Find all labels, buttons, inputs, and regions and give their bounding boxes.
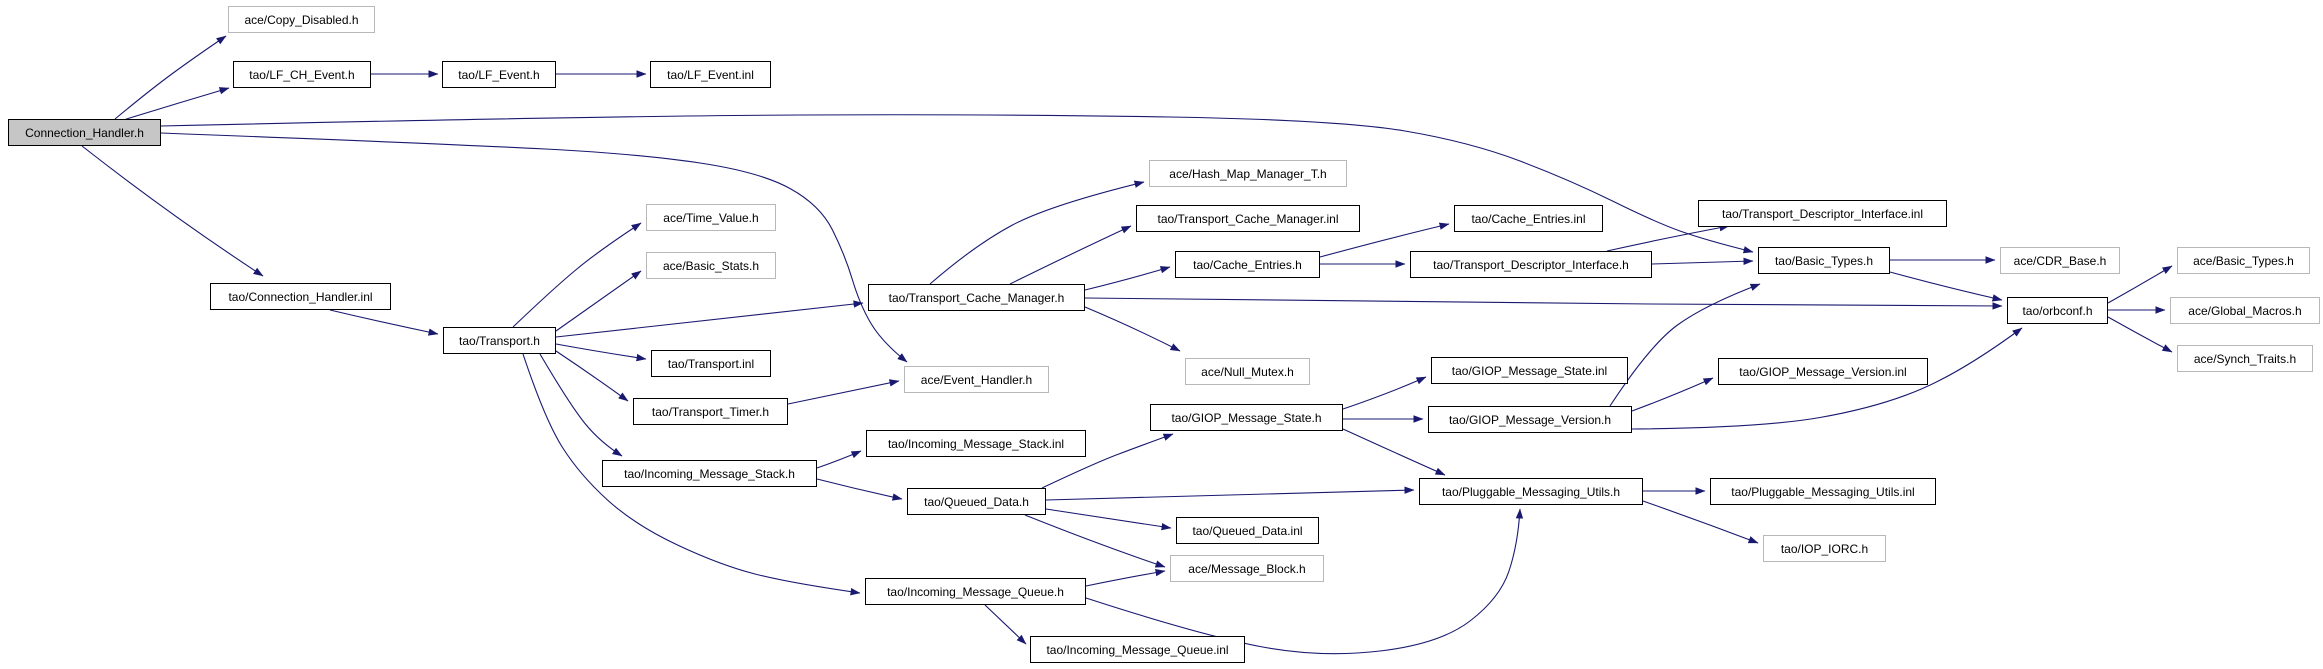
edge-tao-transport-cache-manager-h-to-tao-transport-cache-manager-inl xyxy=(1009,225,1132,285)
edge-tao-transport-h-to-tao-transport-inl xyxy=(555,343,647,362)
node-tao-lf-event-h[interactable]: tao/LF_Event.h xyxy=(442,61,556,88)
node-ace-message-block-h[interactable]: ace/Message_Block.h xyxy=(1170,555,1324,582)
node-ace-global-macros-h[interactable]: ace/Global_Macros.h xyxy=(2170,297,2320,324)
edge-tao-incoming-message-stack-h-to-tao-incoming-message-stack-inl xyxy=(816,450,862,469)
node-tao-incoming-message-queue-inl[interactable]: tao/Incoming_Message_Queue.inl xyxy=(1030,636,1245,663)
edge-tao-queued-data-h-to-ace-message-block-h xyxy=(1024,514,1166,568)
edge-tao-queued-data-h-to-tao-pluggable-messaging-utils-h xyxy=(1045,486,1415,501)
edge-tao-transport-h-to-ace-time-value-h xyxy=(512,222,642,328)
node-tao-queued-data-inl[interactable]: tao/Queued_Data.inl xyxy=(1176,517,1319,544)
edge-tao-cache-entries-h-to-tao-cache-entries-inl xyxy=(1319,222,1450,258)
node-tao-queued-data-h[interactable]: tao/Queued_Data.h xyxy=(907,488,1046,515)
edge-tao-transport-h-to-ace-basic-stats-h xyxy=(555,270,642,332)
node-tao-transport-h[interactable]: tao/Transport.h xyxy=(443,327,556,354)
edge-tao-transport-h-to-tao-incoming-message-queue-h xyxy=(522,353,861,596)
edge-tao-transport-timer-h-to-ace-event-handler-h xyxy=(787,379,900,405)
edge-tao-basic-types-h-to-tao-orbconf-h xyxy=(1889,271,2003,302)
edge-tao-incoming-message-stack-h-to-tao-queued-data-h xyxy=(816,478,903,501)
node-tao-incoming-message-queue-h[interactable]: tao/Incoming_Message_Queue.h xyxy=(865,578,1086,605)
edge-tao-giop-message-state-h-to-tao-giop-message-state-inl xyxy=(1342,376,1427,410)
node-tao-iop-iorc-h[interactable]: tao/IOP_IORC.h xyxy=(1763,535,1886,562)
node-tao-giop-message-state-inl[interactable]: tao/GIOP_Message_State.inl xyxy=(1431,357,1628,384)
edge-tao-connection-handler-inl-to-tao-transport-h xyxy=(329,309,439,336)
node-ace-time-value-h[interactable]: ace/Time_Value.h xyxy=(646,204,776,231)
node-ace-cdr-base-h[interactable]: ace/CDR_Base.h xyxy=(2000,247,2120,274)
edge-tao-giop-message-version-h-to-tao-giop-message-version-inl xyxy=(1631,377,1714,412)
edge-tao-transport-cache-manager-h-to-tao-cache-entries-h xyxy=(1084,266,1171,291)
node-tao-giop-message-version-inl[interactable]: tao/GIOP_Message_Version.inl xyxy=(1718,358,1928,385)
node-tao-transport-cache-manager-h[interactable]: tao/Transport_Cache_Manager.h xyxy=(868,284,1085,311)
edge-connection-handler-h-to-tao-connection-handler-inl xyxy=(81,145,264,277)
node-tao-giop-message-state-h[interactable]: tao/GIOP_Message_State.h xyxy=(1150,404,1343,431)
node-tao-cache-entries-inl[interactable]: tao/Cache_Entries.inl xyxy=(1454,205,1603,232)
edge-tao-orbconf-h-to-ace-synch-traits-h xyxy=(2107,316,2173,353)
node-tao-transport-descriptor-interface-inl[interactable]: tao/Transport_Descriptor_Interface.inl xyxy=(1698,200,1947,227)
node-ace-copy-disabled-h[interactable]: ace/Copy_Disabled.h xyxy=(228,6,375,33)
node-tao-orbconf-h[interactable]: tao/orbconf.h xyxy=(2007,297,2108,324)
edge-connection-handler-h-to-tao-basic-types-h xyxy=(160,114,1754,254)
edge-tao-queued-data-h-to-tao-queued-data-inl xyxy=(1045,508,1172,531)
node-ace-event-handler-h[interactable]: ace/Event_Handler.h xyxy=(904,366,1049,393)
edge-tao-transport-cache-manager-h-to-tao-orbconf-h xyxy=(1084,297,2003,310)
edge-tao-pluggable-messaging-utils-h-to-tao-iop-iorc-h xyxy=(1642,500,1759,544)
edge-tao-transport-h-to-tao-incoming-message-stack-h xyxy=(539,353,623,457)
edge-tao-transport-h-to-tao-transport-timer-h xyxy=(555,350,629,402)
node-tao-connection-handler-inl[interactable]: tao/Connection_Handler.inl xyxy=(210,283,391,310)
node-ace-basic-stats-h[interactable]: ace/Basic_Stats.h xyxy=(646,252,776,279)
node-tao-cache-entries-h[interactable]: tao/Cache_Entries.h xyxy=(1175,251,1320,278)
node-tao-basic-types-h[interactable]: tao/Basic_Types.h xyxy=(1758,247,1890,274)
edge-tao-transport-h-to-tao-transport-cache-manager-h xyxy=(555,300,864,338)
edge-tao-transport-cache-manager-h-to-ace-hash-map-manager-t-h xyxy=(929,180,1145,285)
node-tao-incoming-message-stack-inl[interactable]: tao/Incoming_Message_Stack.inl xyxy=(866,430,1086,457)
edge-tao-giop-message-state-h-to-tao-pluggable-messaging-utils-h xyxy=(1342,428,1446,476)
node-ace-synch-traits-h[interactable]: ace/Synch_Traits.h xyxy=(2177,345,2313,372)
node-ace-null-mutex-h[interactable]: ace/Null_Mutex.h xyxy=(1185,358,1310,385)
edge-tao-transport-descriptor-interface-h-to-tao-transport-descriptor-interface-inl xyxy=(1606,224,1730,252)
node-tao-lf-ch-event-h[interactable]: tao/LF_CH_Event.h xyxy=(233,61,371,88)
edge-connection-handler-h-to-tao-lf-ch-event-h xyxy=(119,87,230,122)
node-ace-basic-types-h[interactable]: ace/Basic_Types.h xyxy=(2177,247,2310,274)
edge-tao-orbconf-h-to-ace-basic-types-h xyxy=(2107,265,2173,304)
node-tao-transport-descriptor-interface-h[interactable]: tao/Transport_Descriptor_Interface.h xyxy=(1410,251,1652,278)
node-tao-pluggable-messaging-utils-h[interactable]: tao/Pluggable_Messaging_Utils.h xyxy=(1419,478,1643,505)
node-connection-handler-h[interactable]: Connection_Handler.h xyxy=(8,119,161,146)
edge-tao-transport-cache-manager-h-to-ace-null-mutex-h xyxy=(1084,306,1181,352)
node-tao-pluggable-messaging-utils-inl[interactable]: tao/Pluggable_Messaging_Utils.inl xyxy=(1710,478,1936,505)
node-tao-incoming-message-stack-h[interactable]: tao/Incoming_Message_Stack.h xyxy=(602,460,817,487)
node-tao-transport-inl[interactable]: tao/Transport.inl xyxy=(651,350,771,377)
edge-tao-incoming-message-queue-h-to-tao-incoming-message-queue-inl xyxy=(984,604,1027,645)
node-tao-transport-timer-h[interactable]: tao/Transport_Timer.h xyxy=(633,398,788,425)
node-tao-transport-cache-manager-inl[interactable]: tao/Transport_Cache_Manager.inl xyxy=(1136,205,1360,232)
edge-connection-handler-h-to-ace-copy-disabled-h xyxy=(114,35,227,120)
node-tao-giop-message-version-h[interactable]: tao/GIOP_Message_Version.h xyxy=(1428,406,1632,433)
edge-tao-giop-message-version-h-to-tao-orbconf-h xyxy=(1631,327,2023,430)
node-tao-lf-event-inl[interactable]: tao/LF_Event.inl xyxy=(650,61,771,88)
edge-tao-giop-message-version-h-to-tao-basic-types-h xyxy=(1609,283,1761,407)
edge-tao-queued-data-h-to-tao-giop-message-state-h xyxy=(1041,433,1174,489)
edge-tao-transport-descriptor-interface-h-to-tao-basic-types-h xyxy=(1651,257,1754,265)
node-ace-hash-map-manager-t-h[interactable]: ace/Hash_Map_Manager_T.h xyxy=(1149,160,1347,187)
edge-tao-incoming-message-queue-h-to-ace-message-block-h xyxy=(1085,568,1166,587)
